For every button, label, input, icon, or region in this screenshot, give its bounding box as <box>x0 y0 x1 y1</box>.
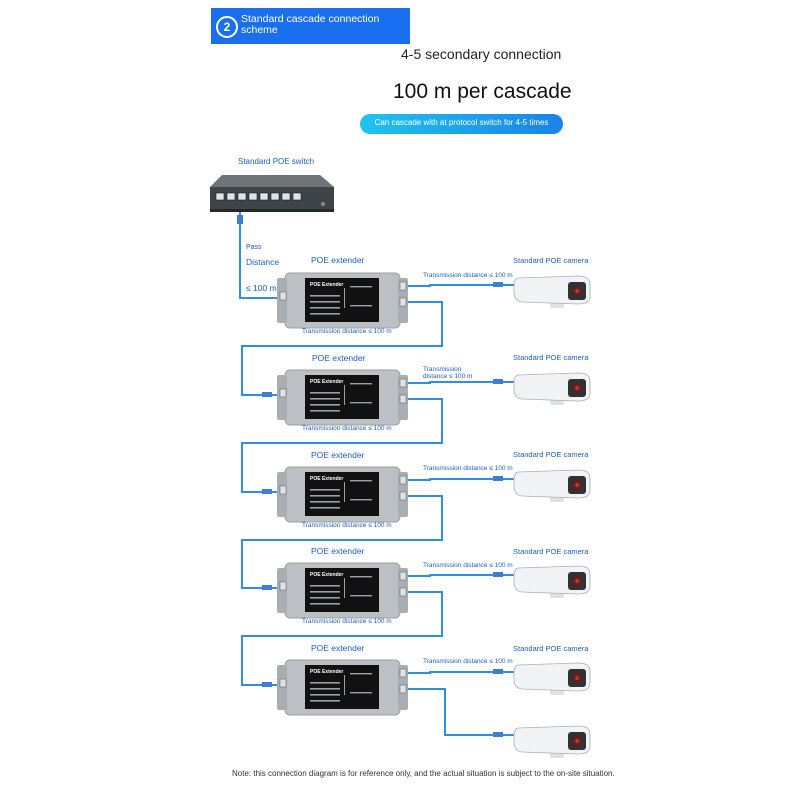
switch-port <box>226 192 236 201</box>
switch-port <box>237 192 247 201</box>
camera-label: Standard POE camera <box>513 547 589 556</box>
cable <box>405 284 515 287</box>
cascade-distance-label: Transmission distance ≤ 100 m <box>302 425 392 432</box>
cascade-pill: Can cascade with at protocol switch for … <box>360 114 563 134</box>
cable <box>405 574 515 577</box>
cable <box>239 235 280 299</box>
poe-extender-icon: POE Extender <box>277 272 408 329</box>
poe-switch-icon <box>210 175 334 212</box>
cascade-pill-text: Can cascade with at protocol switch for … <box>374 118 549 127</box>
footnote: Note: this connection diagram is for ref… <box>232 769 615 778</box>
rj45-plug-icon <box>262 489 272 494</box>
camera-label: Standard POE camera <box>513 644 589 653</box>
switch-port <box>292 192 302 201</box>
rj45-plug-icon <box>493 572 503 577</box>
camera-distance-label: Transmission distance ≤ 100 m <box>423 658 513 665</box>
cable <box>241 495 443 589</box>
header-title: Standard cascade connection scheme <box>241 13 380 36</box>
extender-title: POE extender <box>311 255 365 265</box>
switch-port <box>215 192 225 201</box>
switch-port <box>259 192 269 201</box>
rj45-plug-icon <box>262 392 272 397</box>
cable <box>405 671 515 674</box>
rj45-plug-icon <box>262 585 272 590</box>
cable <box>405 688 515 736</box>
camera-distance-label: Transmission distance ≤ 100 m <box>423 366 473 380</box>
rj45-plug-icon <box>493 476 503 481</box>
cascade-distance-label: Transmission distance ≤ 100 m <box>302 328 392 335</box>
subtitle: 4-5 secondary connection <box>401 46 562 62</box>
pass-label: Pass <box>246 244 262 251</box>
poe-camera-icon <box>513 565 591 598</box>
switch-port <box>281 192 291 201</box>
camera-distance-label: Transmission distance ≤ 100 m <box>423 465 513 472</box>
camera-distance-label: Transmission distance ≤ 100 m <box>423 272 513 279</box>
distance-value: ≤ 100 m <box>246 283 277 293</box>
camera-distance-label: Transmission distance ≤ 100 m <box>423 562 513 569</box>
rj45-plug-icon <box>493 282 503 287</box>
extender-panel-title: POE Extender <box>310 572 343 578</box>
poe-camera-icon <box>513 372 591 405</box>
extender-title: POE extender <box>311 450 365 460</box>
switch-port <box>270 192 280 201</box>
cable <box>405 381 515 384</box>
cascade-distance-label: Transmission distance ≤ 100 m <box>302 618 392 625</box>
poe-extender-icon: POE Extender <box>277 369 408 426</box>
header-banner: 2 Standard cascade connection scheme <box>211 8 410 44</box>
extender-panel-title: POE Extender <box>310 669 343 675</box>
distance-label: Distance <box>246 257 280 267</box>
poe-camera-icon <box>513 662 591 695</box>
extender-panel-title: POE Extender <box>310 476 343 482</box>
poe-camera-icon <box>513 469 591 502</box>
poe-extender-icon: POE Extender <box>277 659 408 716</box>
extender-panel-title: POE Extender <box>310 379 343 385</box>
cable <box>241 301 443 396</box>
step-number-badge: 2 <box>216 16 238 38</box>
cable <box>405 478 515 481</box>
headline: 100 m per cascade <box>393 80 572 103</box>
extender-title: POE extender <box>311 643 365 653</box>
rj45-plug-icon <box>493 379 503 384</box>
camera-label: Standard POE camera <box>513 353 589 362</box>
switch-port <box>248 192 258 201</box>
poe-camera-icon <box>513 275 591 308</box>
switch-label: Standard POE switch <box>238 157 315 166</box>
cascade-distance-label: Transmission distance ≤ 100 m <box>302 522 392 529</box>
camera-label: Standard POE camera <box>513 256 589 265</box>
cable-lines <box>237 212 515 737</box>
camera-label: Standard POE camera <box>513 450 589 459</box>
cable <box>241 591 443 686</box>
rj45-plug-icon <box>262 682 272 687</box>
poe-camera-icon <box>513 725 591 758</box>
poe-extender-icon: POE Extender <box>277 466 408 523</box>
poe-extender-icon: POE Extender <box>277 562 408 619</box>
rj45-plug-icon <box>237 215 243 224</box>
extender-title: POE extender <box>311 546 365 556</box>
cable <box>241 398 443 493</box>
rj45-plug-icon <box>493 669 503 674</box>
extender-panel-title: POE Extender <box>310 282 343 288</box>
rj45-plug-icon <box>493 732 503 737</box>
extender-title: POE extender <box>312 353 366 363</box>
